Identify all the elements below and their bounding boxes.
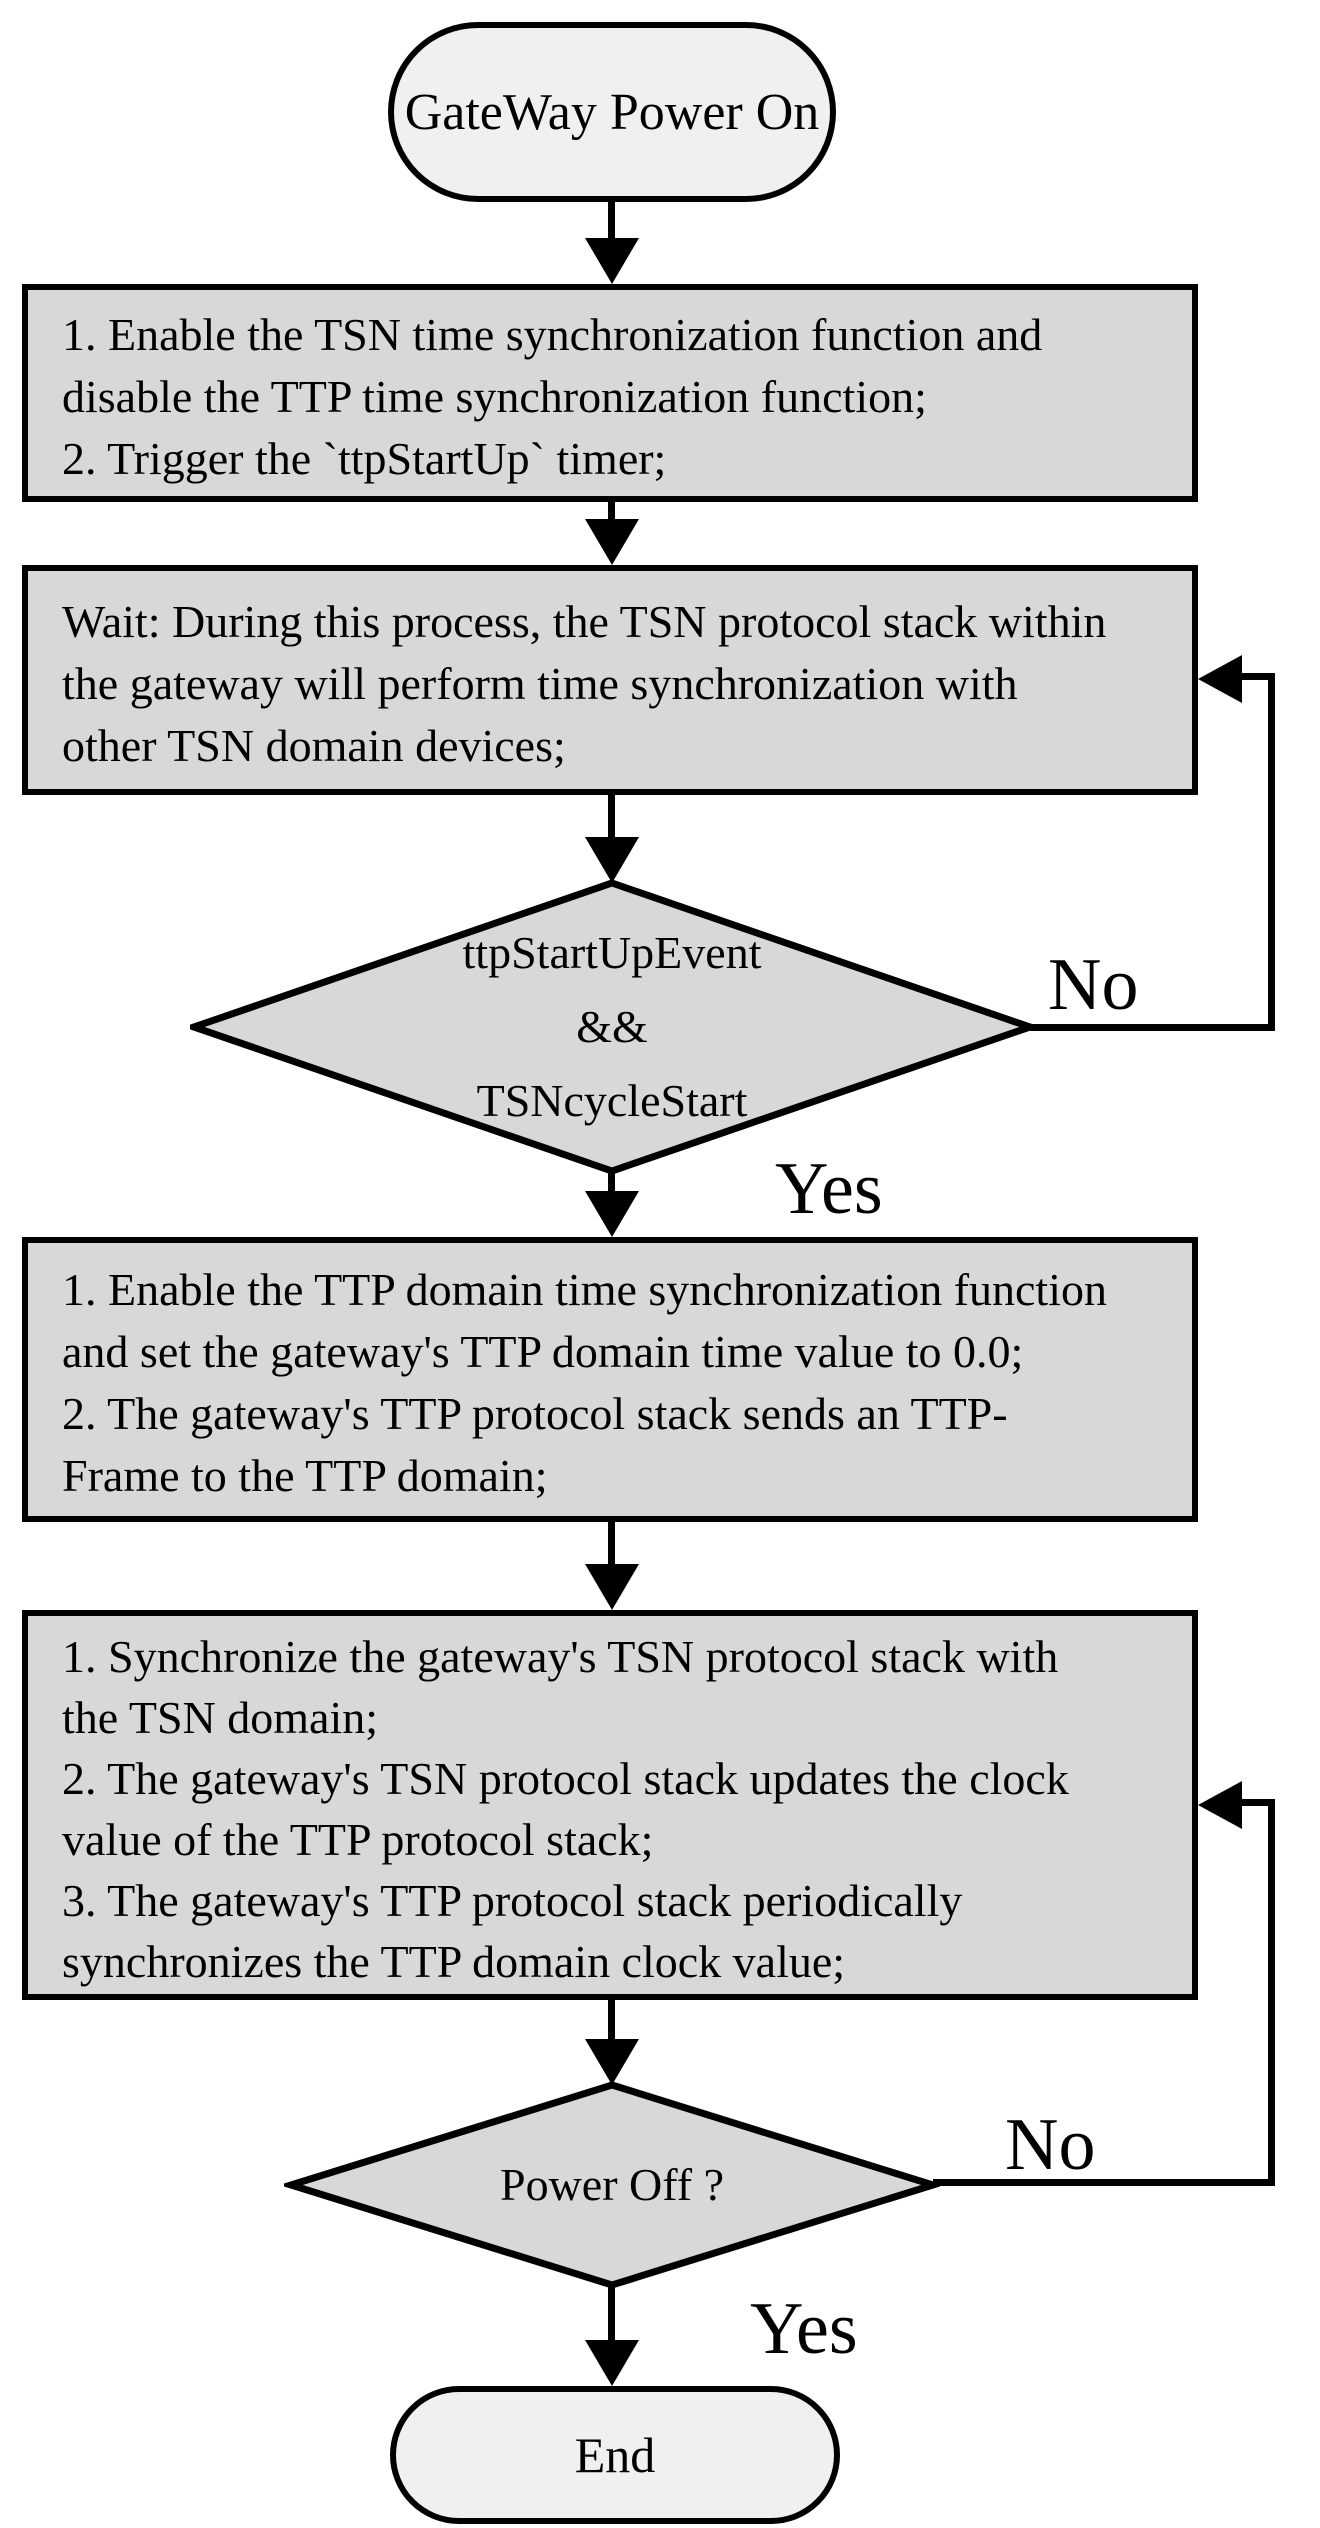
arrow-start-to-box1-head-icon (585, 238, 639, 284)
arrow-box1-to-box2-head-icon (585, 519, 639, 565)
loop2-bottom-line (933, 2179, 1275, 2186)
process-box-sync-loop: 1. Synchronize the gateway's TSN protoco… (22, 1610, 1198, 2000)
process-line: 2. The gateway's TSN protocol stack upda… (62, 1753, 1069, 1804)
arrow-box2-to-decision1-head-icon (585, 837, 639, 883)
process-line: and set the gateway's TTP domain time va… (62, 1326, 1024, 1377)
process-line: 1. Enable the TTP domain time synchroniz… (62, 1264, 1107, 1315)
start-terminal: GateWay Power On (388, 22, 836, 202)
process-line: 1. Enable the TSN time synchronization f… (62, 309, 1043, 360)
decision-line: TSNcycleStart (476, 1075, 748, 1126)
process-box-enable-tsn: 1. Enable the TSN time synchronization f… (22, 284, 1198, 502)
arrow-decision2-to-end-line (608, 2285, 615, 2342)
decision-line: Power Off ? (500, 2159, 724, 2210)
decision-line: ttpStartUpEvent (462, 927, 762, 978)
process-line: Frame to the TTP domain; (62, 1450, 548, 1501)
arrow-decision2-to-end-head-icon (585, 2340, 639, 2386)
arrow-start-to-box1-line (608, 196, 615, 240)
decision-line: && (576, 1001, 648, 1052)
process-box-wait-sync: Wait: During this process, the TSN proto… (22, 565, 1198, 795)
process-line: value of the TTP protocol stack; (62, 1814, 654, 1865)
arrow-box4-to-decision2-line (608, 2000, 615, 2041)
process-line: 1. Synchronize the gateway's TSN protoco… (62, 1631, 1059, 1682)
process-box-enable-ttp: 1. Enable the TTP domain time synchroniz… (22, 1237, 1198, 1522)
decision-diamond-startup-label: ttpStartUpEvent && TSNcycleStart (190, 876, 1034, 1178)
arrow-decision1-to-box3-head-icon (585, 1191, 639, 1237)
process-line: disable the TTP time synchronization fun… (62, 371, 927, 422)
arrow-box2-to-decision1-line (608, 795, 615, 841)
arrow-decision1-to-box3-line (608, 1171, 615, 1195)
no-label-1: No (1048, 944, 1139, 1026)
loop1-vertical-line (1268, 676, 1275, 1031)
process-line: 2. Trigger the `ttpStartUp` timer; (62, 433, 667, 484)
loop1-arrowhead-icon (1198, 655, 1242, 703)
yes-label-2: Yes (750, 2288, 858, 2370)
end-terminal-label: End (574, 2427, 656, 2483)
arrow-box1-to-box2-line (608, 502, 615, 524)
process-line: other TSN domain devices; (62, 720, 566, 771)
process-line: synchronizes the TTP domain clock value; (62, 1936, 846, 1987)
loop2-vertical-line (1268, 1802, 1275, 2186)
arrow-box4-to-decision2-head-icon (585, 2039, 639, 2085)
process-line: the gateway will perform time synchroniz… (62, 658, 1018, 709)
decision-diamond-power-off-label: Power Off ? (284, 2078, 940, 2292)
arrow-box3-to-box4-line (608, 1522, 615, 1566)
loop1-bottom-line (1030, 1024, 1275, 1031)
arrow-box3-to-box4-head-icon (585, 1564, 639, 1610)
process-line: 2. The gateway's TTP protocol stack send… (62, 1388, 1008, 1439)
loop1-top-line (1240, 673, 1275, 680)
yes-label-1: Yes (775, 1148, 883, 1230)
process-line: the TSN domain; (62, 1692, 379, 1743)
process-line: Wait: During this process, the TSN proto… (62, 596, 1107, 647)
loop2-top-line (1240, 1799, 1275, 1806)
start-terminal-label: GateWay Power On (404, 83, 820, 141)
process-line: 3. The gateway's TTP protocol stack peri… (62, 1875, 963, 1926)
loop2-arrowhead-icon (1198, 1781, 1242, 1829)
end-terminal: End (390, 2386, 840, 2524)
no-label-2: No (1005, 2104, 1096, 2186)
